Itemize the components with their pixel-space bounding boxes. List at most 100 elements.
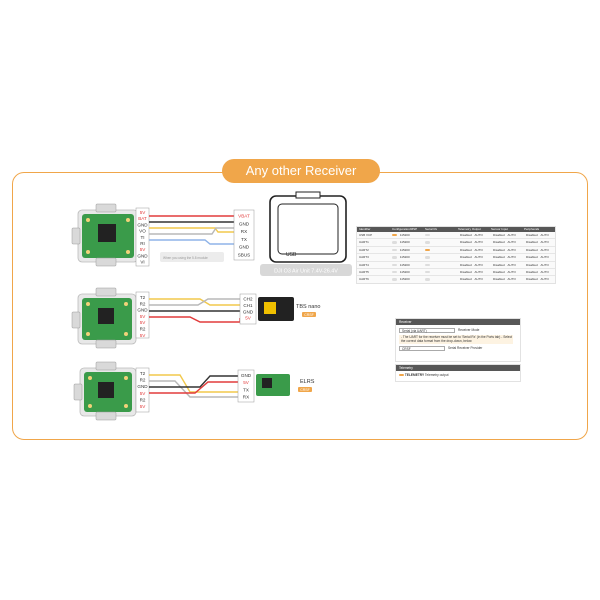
msp-toggle[interactable] bbox=[392, 241, 397, 244]
serialrx-cell[interactable] bbox=[423, 269, 456, 275]
peripheral-rate[interactable]: AUTO bbox=[540, 269, 549, 274]
dji-unit-pin-label: VBAT bbox=[238, 214, 250, 219]
peripheral-cell[interactable]: Disabled AUTO bbox=[522, 254, 555, 260]
peripheral-cell[interactable]: Disabled AUTO bbox=[522, 247, 555, 253]
telemetry-cell[interactable]: Disabled AUTO bbox=[456, 276, 489, 282]
serialrx-cell[interactable] bbox=[423, 247, 456, 253]
serialrx-toggle[interactable] bbox=[425, 241, 430, 244]
serialrx-cell[interactable] bbox=[423, 254, 456, 260]
msp-toggle[interactable] bbox=[392, 248, 397, 252]
telemetry-rate[interactable]: AUTO bbox=[474, 277, 483, 282]
peripheral-rate[interactable]: AUTO bbox=[540, 240, 549, 245]
sensor-select[interactable]: Disabled bbox=[493, 233, 505, 237]
sensor-rate[interactable]: AUTO bbox=[507, 255, 516, 260]
fc1-pin-label: GND bbox=[137, 222, 148, 227]
peripheral-cell[interactable]: Disabled AUTO bbox=[522, 262, 555, 268]
telemetry-rate[interactable]: AUTO bbox=[474, 233, 483, 237]
peripheral-select[interactable]: Disabled bbox=[526, 233, 538, 237]
sensor-select[interactable]: Disabled bbox=[493, 247, 505, 252]
sensor-select[interactable]: Disabled bbox=[493, 262, 505, 267]
sensor-cell[interactable]: Disabled AUTO bbox=[489, 269, 522, 275]
msp-toggle[interactable] bbox=[392, 278, 397, 281]
telemetry-rate[interactable]: AUTO bbox=[474, 262, 483, 267]
serialrx-toggle[interactable] bbox=[425, 256, 430, 259]
sensor-cell[interactable]: Disabled AUTO bbox=[489, 276, 522, 282]
serialrx-cell[interactable] bbox=[423, 239, 456, 245]
sensor-cell[interactable]: Disabled AUTO bbox=[489, 254, 522, 260]
telemetry-cell[interactable]: Disabled AUTO bbox=[456, 247, 489, 253]
ports-header-cell: Peripherals bbox=[524, 227, 540, 231]
peripheral-rate[interactable]: AUTO bbox=[540, 247, 549, 252]
peripheral-select[interactable]: Disabled bbox=[526, 240, 538, 245]
telemetry-rate[interactable]: AUTO bbox=[474, 240, 483, 245]
serialrx-cell[interactable] bbox=[423, 276, 456, 282]
msp-toggle[interactable] bbox=[392, 233, 397, 237]
serial-provider-select[interactable]: CRSF bbox=[399, 346, 445, 351]
serialrx-cell[interactable] bbox=[423, 262, 456, 268]
receiver-mode-select[interactable]: Serial (via UART) bbox=[399, 328, 455, 333]
peripheral-rate[interactable]: AUTO bbox=[540, 255, 549, 260]
serialrx-toggle[interactable] bbox=[425, 233, 430, 237]
ports-header-cell: Configuration/MSP bbox=[392, 227, 418, 231]
peripheral-select[interactable]: Disabled bbox=[526, 277, 538, 282]
sensor-cell[interactable]: Disabled AUTO bbox=[489, 232, 522, 238]
telemetry-select[interactable]: Disabled bbox=[460, 269, 472, 274]
telemetry-rate[interactable]: AUTO bbox=[474, 255, 483, 260]
telemetry-select[interactable]: Disabled bbox=[460, 262, 472, 267]
sensor-select[interactable]: Disabled bbox=[493, 255, 505, 260]
sensor-select[interactable]: Disabled bbox=[493, 269, 505, 274]
elrs-rx-pin-label: GND bbox=[241, 373, 252, 378]
telemetry-cell[interactable]: Disabled AUTO bbox=[456, 232, 489, 238]
serialrx-toggle[interactable] bbox=[425, 248, 430, 252]
sensor-cell[interactable]: Disabled AUTO bbox=[489, 239, 522, 245]
peripheral-select[interactable]: Disabled bbox=[526, 255, 538, 260]
telemetry-cell[interactable]: Disabled AUTO bbox=[456, 269, 489, 275]
msp-cell[interactable]: 115200 bbox=[390, 239, 423, 245]
serialrx-toggle[interactable] bbox=[425, 263, 430, 267]
msp-cell[interactable]: 115200 bbox=[390, 254, 423, 260]
msp-toggle[interactable] bbox=[392, 270, 397, 274]
telemetry-rate[interactable]: AUTO bbox=[474, 247, 483, 252]
sensor-rate[interactable]: AUTO bbox=[507, 277, 516, 282]
msp-cell[interactable]: 115200 bbox=[390, 276, 423, 282]
msp-cell[interactable]: 115200 bbox=[390, 269, 423, 275]
telemetry-select[interactable]: Disabled bbox=[460, 247, 472, 252]
sensor-cell[interactable]: Disabled AUTO bbox=[489, 262, 522, 268]
sensor-rate[interactable]: AUTO bbox=[507, 262, 516, 267]
sensor-rate[interactable]: AUTO bbox=[507, 269, 516, 274]
sensor-cell[interactable]: Disabled AUTO bbox=[489, 247, 522, 253]
sensor-rate[interactable]: AUTO bbox=[507, 233, 516, 237]
telemetry-rate[interactable]: AUTO bbox=[474, 269, 483, 274]
telemetry-cell[interactable]: Disabled AUTO bbox=[456, 262, 489, 268]
serialrx-cell[interactable] bbox=[423, 232, 456, 238]
msp-toggle[interactable] bbox=[392, 256, 397, 259]
sensor-select[interactable]: Disabled bbox=[493, 240, 505, 245]
peripheral-select[interactable]: Disabled bbox=[526, 262, 538, 267]
peripheral-cell[interactable]: Disabled AUTO bbox=[522, 239, 555, 245]
telemetry-cell[interactable]: Disabled AUTO bbox=[456, 254, 489, 260]
peripheral-select[interactable]: Disabled bbox=[526, 247, 538, 252]
telemetry-cell[interactable]: Disabled AUTO bbox=[456, 239, 489, 245]
msp-cell[interactable]: 115200 bbox=[390, 262, 423, 268]
peripheral-select[interactable]: Disabled bbox=[526, 269, 538, 274]
telemetry-select[interactable]: Disabled bbox=[460, 255, 472, 260]
peripheral-cell[interactable]: Disabled AUTO bbox=[522, 276, 555, 282]
msp-toggle[interactable] bbox=[392, 263, 397, 267]
sensor-select[interactable]: Disabled bbox=[493, 277, 505, 282]
msp-baud: 115200 bbox=[399, 277, 410, 282]
peripheral-cell[interactable]: Disabled AUTO bbox=[522, 232, 555, 238]
serialrx-toggle[interactable] bbox=[425, 278, 430, 281]
telemetry-select[interactable]: Disabled bbox=[460, 240, 472, 245]
peripheral-rate[interactable]: AUTO bbox=[540, 277, 549, 282]
telemetry-toggle[interactable] bbox=[399, 373, 404, 377]
peripheral-cell[interactable]: Disabled AUTO bbox=[522, 269, 555, 275]
peripheral-rate[interactable]: AUTO bbox=[540, 262, 549, 267]
msp-cell[interactable]: 115200 bbox=[390, 247, 423, 253]
telemetry-select[interactable]: Disabled bbox=[460, 277, 472, 282]
serialrx-toggle[interactable] bbox=[425, 270, 430, 274]
sensor-rate[interactable]: AUTO bbox=[507, 247, 516, 252]
msp-cell[interactable]: 115200 bbox=[390, 232, 423, 238]
telemetry-select[interactable]: Disabled bbox=[460, 233, 472, 237]
peripheral-rate[interactable]: AUTO bbox=[540, 233, 549, 237]
sensor-rate[interactable]: AUTO bbox=[507, 240, 516, 245]
